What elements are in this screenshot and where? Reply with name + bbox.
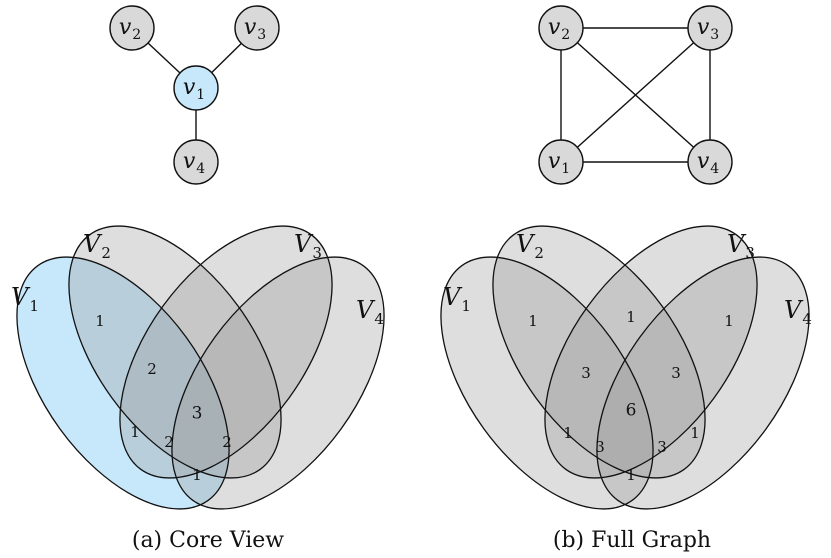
set-fill-V3 xyxy=(119,226,333,478)
node-circle-v1 xyxy=(538,139,584,185)
node-circle-v2 xyxy=(538,5,584,51)
region-count-V1V2V3: 2 xyxy=(147,360,157,378)
node-v3: v3 xyxy=(234,5,280,51)
node-circle-v3 xyxy=(687,5,733,51)
region-count-V1V2V3: 3 xyxy=(581,364,591,382)
region-count-V1V2V4: 2 xyxy=(222,433,232,451)
set-outline-V4 xyxy=(596,256,810,510)
node-v4: v4 xyxy=(173,139,219,185)
node-v4: v4 xyxy=(687,139,733,185)
set-fill-V1 xyxy=(440,257,654,509)
node-circle-v4 xyxy=(173,139,219,185)
set-label-V1: V1 xyxy=(11,283,39,315)
node-label-v3: v3 xyxy=(697,15,719,43)
region-count-V3V4: 1 xyxy=(724,312,734,330)
set-outline-V4 xyxy=(171,256,385,510)
set-fill-V2 xyxy=(68,226,282,478)
region-count-V1V3: 1 xyxy=(563,424,573,442)
node-label-v4: v4 xyxy=(697,149,719,177)
region-count-V1V4: 1 xyxy=(192,466,202,484)
region-count-V1V2V3V4: 3 xyxy=(192,404,203,424)
caption-full-graph: (b) Full Graph xyxy=(553,528,711,553)
set-label-V4: V4 xyxy=(784,296,812,328)
node-circle-v1 xyxy=(173,65,219,111)
region-count-V1V3V4: 2 xyxy=(164,433,174,451)
edge-v2-v4 xyxy=(560,27,711,163)
graph-core-view: v1 v2 v3 v4 xyxy=(109,5,280,185)
set-label-V3: V3 xyxy=(294,230,322,262)
set-outline-V1 xyxy=(440,256,654,510)
node-circle-v2 xyxy=(109,5,155,51)
node-label-v4: v4 xyxy=(183,149,205,177)
node-v1: v1 xyxy=(538,139,584,185)
set-outline-V3 xyxy=(544,225,758,479)
region-count-V1V2: 1 xyxy=(95,312,105,330)
set-outline-V2 xyxy=(492,225,706,479)
set-label-V1: V1 xyxy=(443,283,471,315)
region-count-V2V3: 1 xyxy=(626,308,636,326)
set-label-V3: V3 xyxy=(727,230,755,262)
region-count-V2V4: 1 xyxy=(690,424,700,442)
set-fill-V4 xyxy=(596,257,810,509)
node-v2: v2 xyxy=(109,5,155,51)
node-label-v3: v3 xyxy=(244,15,266,43)
node-label-v2: v2 xyxy=(548,15,570,43)
node-v1: v1 xyxy=(173,65,219,111)
region-count-V1V2: 1 xyxy=(528,312,538,330)
set-fill-V3 xyxy=(544,226,758,478)
region-count-V1V2V3V4: 6 xyxy=(626,401,637,421)
caption-core-view: (a) Core View xyxy=(132,528,284,553)
node-circle-v4 xyxy=(687,139,733,185)
set-fill-V2 xyxy=(492,226,706,478)
set-label-V2: V2 xyxy=(516,230,544,262)
node-label-v1: v1 xyxy=(548,149,570,177)
set-label-V2: V2 xyxy=(83,230,111,262)
node-circle-v3 xyxy=(234,5,280,51)
set-fill-V1 xyxy=(16,257,230,509)
set-outline-V1 xyxy=(16,256,230,510)
graph-full-graph: v1 v2 v3 v4 xyxy=(538,5,733,185)
set-fill-V4 xyxy=(171,257,385,509)
region-count-V1V2V4: 3 xyxy=(657,438,667,456)
set-label-V4: V4 xyxy=(356,296,384,328)
region-count-V1V4: 1 xyxy=(626,466,636,484)
region-count-V1V3V4: 3 xyxy=(595,438,605,456)
region-count-V1V3: 1 xyxy=(130,423,140,441)
node-label-v2: v2 xyxy=(119,15,141,43)
node-label-v1: v1 xyxy=(183,75,205,103)
region-count-V2V3V4: 3 xyxy=(671,364,681,382)
set-outline-V2 xyxy=(68,225,282,479)
set-outline-V3 xyxy=(119,225,333,479)
node-v2: v2 xyxy=(538,5,584,51)
node-v3: v3 xyxy=(687,5,733,51)
